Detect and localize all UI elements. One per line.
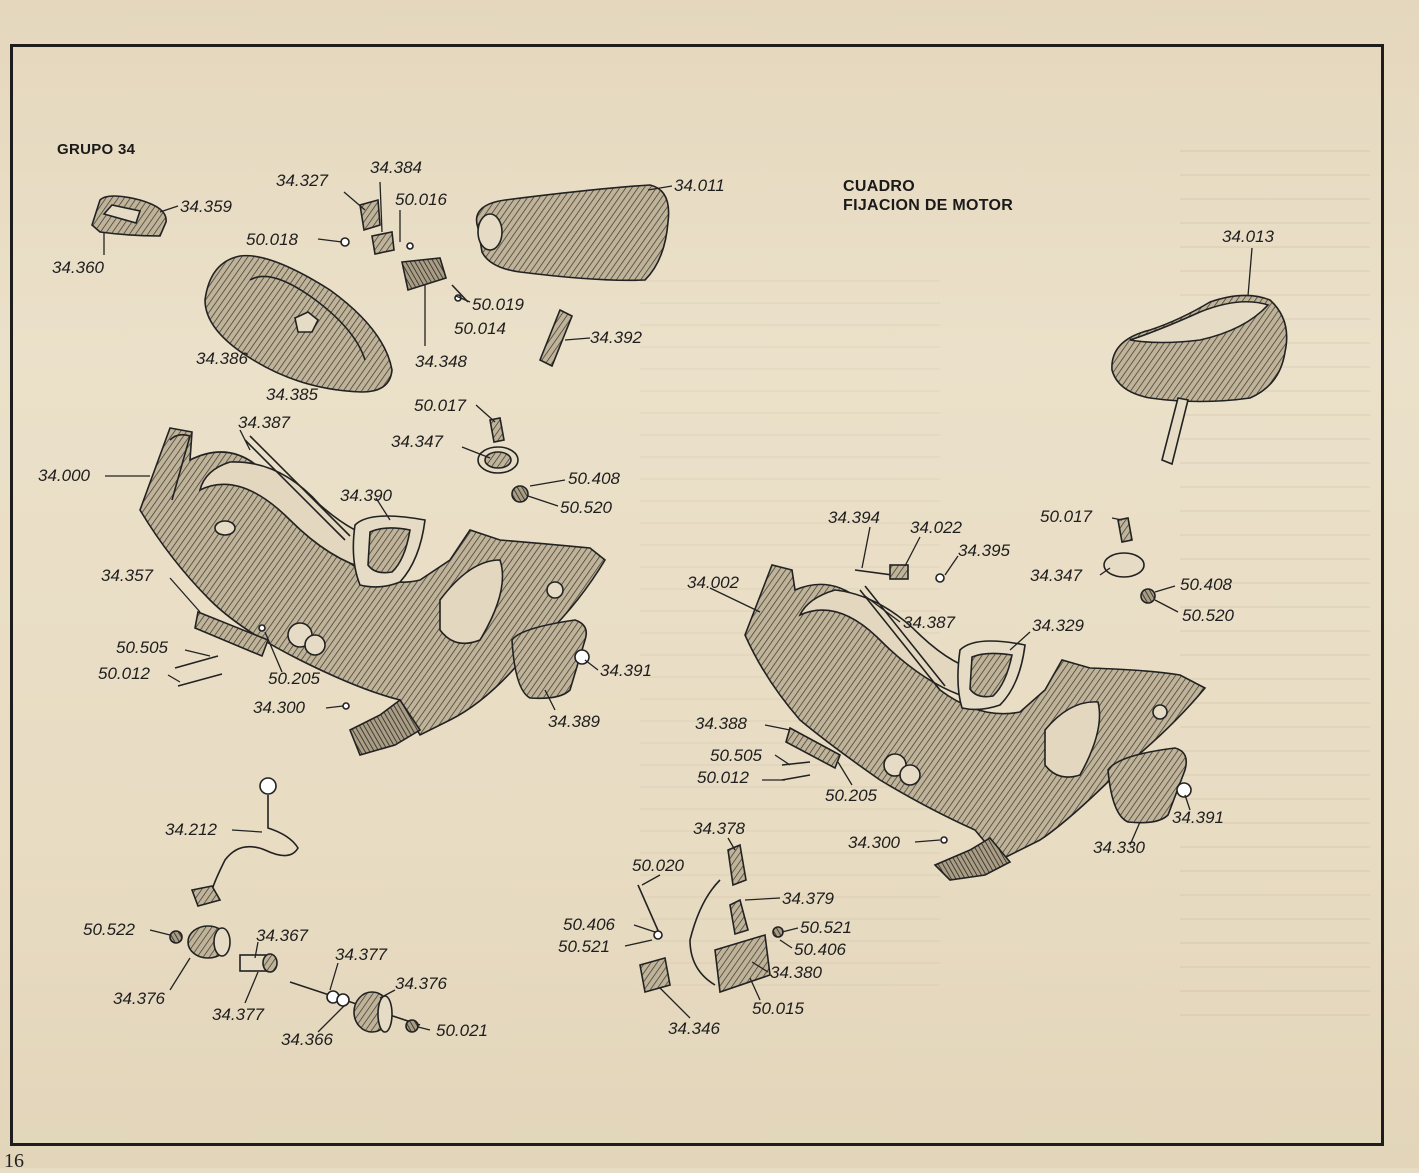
part-label: 34.386: [196, 349, 248, 368]
stand-spring-34378: [637, 843, 784, 994]
part-label: 34.330: [1093, 838, 1145, 857]
part-label: 34.022: [910, 518, 962, 537]
chain-guard-34357: [174, 610, 350, 710]
bolts-34022: [854, 564, 945, 583]
part-label: 34.300: [848, 833, 900, 852]
part-label: 50.205: [825, 786, 877, 805]
part-label: 34.348: [415, 352, 467, 371]
reflector-34359: [91, 195, 167, 237]
part-label: 34.389: [548, 712, 600, 731]
part-label: 34.347: [1030, 566, 1082, 585]
cable-34212: [190, 777, 299, 907]
part-label: 34.329: [1032, 616, 1084, 635]
plate-34330: [1107, 747, 1192, 824]
part-label: 34.360: [52, 258, 104, 277]
frame-34000: [139, 427, 607, 756]
part-label: 34.366: [281, 1030, 333, 1049]
part-label: 50.520: [1182, 606, 1234, 625]
part-label: 50.521: [800, 918, 852, 937]
part-label: 50.205: [268, 669, 320, 688]
part-label: 50.505: [116, 638, 168, 657]
grommet-34329: [957, 640, 1026, 711]
part-label: 50.522: [83, 920, 135, 939]
part-label: 34.388: [695, 714, 747, 733]
page-border: [10, 44, 1384, 1146]
part-label: 34.387: [903, 613, 955, 632]
part-label: 34.300: [253, 698, 305, 717]
part-label: 50.019: [472, 295, 524, 314]
bushings-34376-left: [169, 925, 278, 973]
part-label: 50.012: [697, 768, 749, 787]
part-label: 34.377: [212, 1005, 264, 1024]
part-label: 34.391: [600, 661, 652, 680]
tool-box-34386: [204, 254, 393, 393]
part-label: 50.012: [98, 664, 150, 683]
part-label: 50.520: [560, 498, 612, 517]
part-label: 50.406: [794, 940, 846, 959]
part-label: 50.505: [710, 746, 762, 765]
part-label: 50.015: [752, 999, 804, 1018]
part-label: 34.011: [674, 176, 725, 195]
clamp-34347: [477, 417, 529, 503]
part-label: 50.521: [558, 937, 610, 956]
part-label: 50.018: [246, 230, 298, 249]
leader-lines: [103, 181, 1253, 1033]
chain-guard-34388: [781, 726, 948, 844]
frame-34002: [744, 564, 1207, 881]
part-label: 34.394: [828, 508, 880, 527]
part-label: 50.408: [568, 469, 620, 488]
part-label: 50.016: [395, 190, 447, 209]
part-label: 34.347: [391, 432, 443, 451]
part-label: 34.377: [335, 945, 387, 964]
part-label: 34.346: [668, 1019, 720, 1038]
part-label: 34.379: [782, 889, 834, 908]
part-label: 50.017: [414, 396, 466, 415]
part-label: 50.408: [1180, 575, 1232, 594]
bracket-34348: [340, 198, 469, 303]
page-number: 16: [4, 1150, 24, 1172]
part-label: 34.387: [238, 413, 290, 432]
part-label: 34.357: [101, 566, 153, 585]
part-label: 34.359: [180, 197, 232, 216]
part-label: 34.392: [590, 328, 642, 347]
group-title: GRUPO 34: [57, 141, 136, 158]
part-label: 50.014: [454, 319, 506, 338]
grommet-34390: [352, 515, 426, 588]
part-label: 34.391: [1172, 808, 1224, 827]
part-label: 50.017: [1040, 507, 1092, 526]
part-label: 34.376: [395, 974, 447, 993]
section-title-line1: CUADRO: [843, 178, 916, 195]
part-label: 34.002: [687, 573, 739, 592]
axle-34366: [289, 981, 421, 1033]
part-label: 34.327: [276, 171, 328, 190]
part-label: 34.390: [340, 486, 392, 505]
seat-34013: [1111, 294, 1288, 466]
part-label: 50.020: [632, 856, 684, 875]
part-label: 34.385: [266, 385, 318, 404]
part-label: 34.380: [770, 963, 822, 982]
part-label: 34.395: [958, 541, 1010, 560]
pin-34392: [538, 308, 574, 368]
section-title-line2: FIJACION DE MOTOR: [843, 197, 1014, 214]
part-label: 34.384: [370, 158, 422, 177]
part-label: 50.021: [436, 1021, 488, 1040]
fuel-tank-34011: [475, 184, 670, 282]
part-label: 34.376: [113, 989, 165, 1008]
clamp-34347-right: [1103, 517, 1156, 604]
part-label: 34.000: [38, 466, 90, 485]
bleed-through-texture: [1180, 150, 1370, 1030]
part-label: 34.367: [256, 926, 308, 945]
part-label: 34.378: [693, 819, 745, 838]
part-label: 34.013: [1222, 227, 1274, 246]
plate-34389: [511, 619, 590, 700]
part-label: 50.406: [563, 915, 615, 934]
part-label: 34.212: [165, 820, 217, 839]
